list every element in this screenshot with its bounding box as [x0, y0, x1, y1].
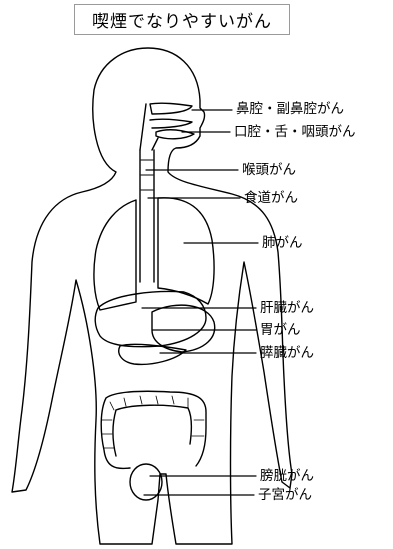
- label-lung-cancer: 肺がん: [262, 235, 303, 251]
- left-lung: [94, 200, 136, 310]
- trachea-rings: [141, 160, 153, 190]
- label-uterus-cancer: 子宮がん: [258, 487, 312, 503]
- label-nasal-cancer: 鼻腔・副鼻腔がん: [236, 101, 344, 117]
- colon-texture: [102, 396, 204, 448]
- oral-cavity: [150, 119, 192, 128]
- pharynx: [140, 104, 158, 150]
- colon: [101, 391, 206, 468]
- label-oral-cancer: 口腔・舌・咽頭がん: [234, 124, 356, 140]
- label-liver-cancer: 肝臓がん: [260, 300, 314, 316]
- label-bladder-cancer: 膀胱がん: [260, 468, 314, 484]
- label-pancreas-cancer: 膵臓がん: [260, 345, 314, 361]
- nasal-cavity: [150, 103, 192, 114]
- label-stomach-cancer: 胃がん: [260, 322, 301, 338]
- right-lung: [158, 198, 214, 304]
- body-outline: [12, 48, 292, 544]
- pancreas: [119, 344, 186, 364]
- tongue: [156, 130, 194, 139]
- label-esophagus-cancer: 食道がん: [244, 190, 298, 206]
- label-larynx-cancer: 喉頭がん: [242, 162, 296, 178]
- liver: [95, 292, 206, 347]
